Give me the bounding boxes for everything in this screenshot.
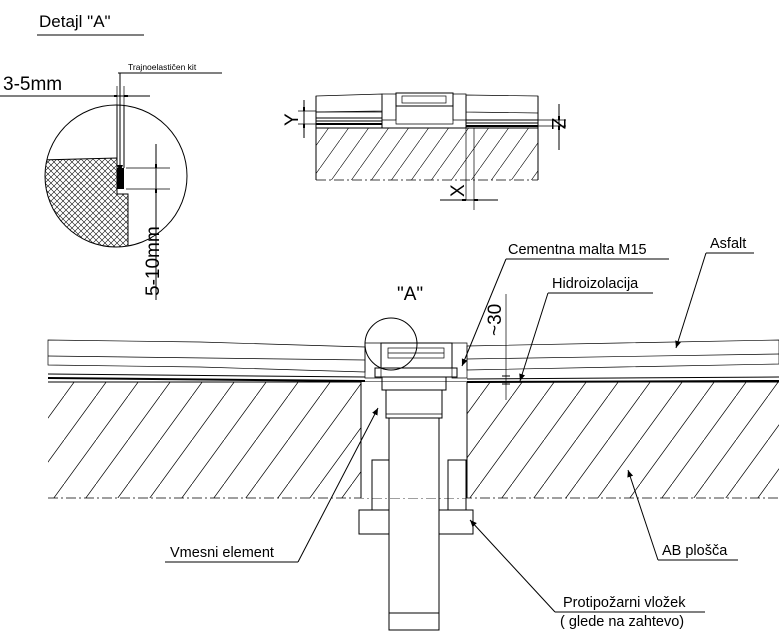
waterproofing-label: Hidroizolacija [552,276,639,292]
fire-insert-note: ( glede na zahtevo) [560,614,684,630]
slab-leader [627,469,659,561]
asphalt-leader [675,252,707,349]
intermediate-leader [297,407,379,563]
fire-insert-leader [469,519,556,613]
gap-dimension-label: 3-5mm [3,74,62,95]
main-section-view: "A" ~30 Cementna malta M15 Hidroizolacij… [47,236,779,631]
small-grate [395,92,454,107]
slab-label: AB plošča [662,543,728,559]
callout-a-circle [364,317,418,371]
sealant-label: Trajnoelastičen kit [128,62,197,72]
dim-y-label: Y [282,113,303,126]
detail-asphalt-edge [45,157,129,247]
detail-sealant [117,168,124,189]
small-section-view: Y Z X [282,92,568,210]
detail-circle [44,104,188,248]
dim-x-label: X [448,184,469,197]
detail-asphalt-hatch [45,158,128,247]
mortar-label: Cementna malta M15 [508,242,647,258]
dim-30-label: ~30 [485,304,506,336]
asphalt-label: Asfalt [710,236,746,252]
small-slab [316,128,538,180]
intermediate-label: Vmesni element [170,545,274,561]
detail-a-view: 3-5mm Trajnoelastičen kit 5-10mm [0,62,222,300]
title-block: Detajl "A" [37,12,144,36]
dim-z-label: Z [547,118,568,130]
mortar-leader [461,258,507,367]
page-title: Detajl "A" [39,12,111,31]
asphalt-left [47,339,366,373]
waterproofing-leader [519,292,549,382]
depth-dimension-label: 5-10mm [143,226,164,296]
callout-a-label: "A" [397,284,423,305]
fire-insert-label: Protipožarni vložek [563,595,686,611]
